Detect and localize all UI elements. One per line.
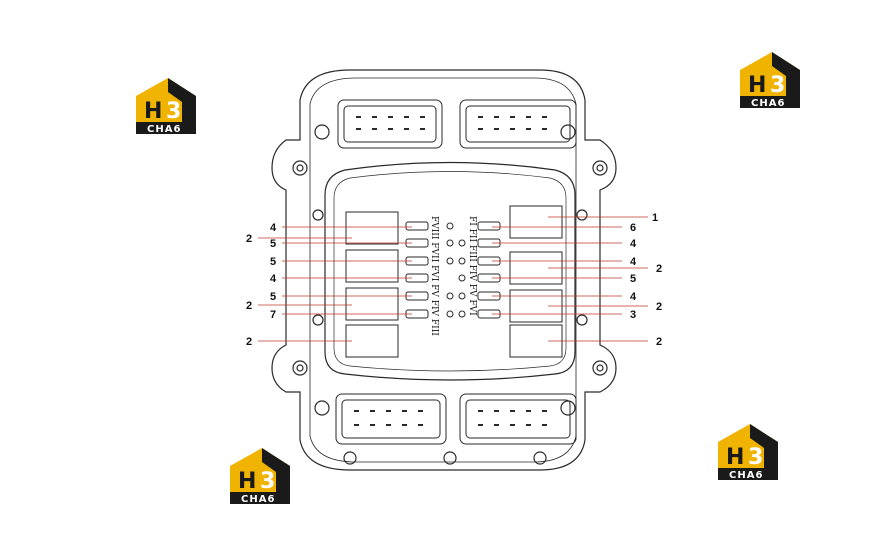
callout-label: 5 [630, 273, 636, 285]
callout-label: 2 [656, 263, 662, 275]
callout-label: 4 [270, 273, 277, 285]
leader-lines [258, 216, 648, 342]
svg-text:H: H [726, 445, 744, 470]
callout-label: 6 [630, 222, 636, 234]
callout-label: 7 [270, 309, 276, 321]
relay [345, 324, 399, 358]
callout-label: 5 [270, 291, 276, 303]
callout-label: 2 [656, 301, 662, 313]
housing [271, 69, 617, 471]
callout-label: 1 [652, 212, 658, 224]
fuse [477, 221, 501, 231]
relay [509, 205, 563, 239]
brand-logo: H 3 CHA6 [718, 424, 778, 481]
callout-label: 5 [270, 238, 276, 250]
callout-label: 4 [630, 291, 637, 303]
svg-text:CHA6: CHA6 [241, 494, 275, 505]
relay [345, 211, 399, 245]
callout-label: 2 [246, 336, 252, 348]
fuse-labels-right: FI FII FIII FIV FV FVI [467, 216, 477, 316]
svg-text:3: 3 [770, 73, 785, 98]
callout-label: 2 [246, 300, 252, 312]
svg-text:CHA6: CHA6 [729, 470, 763, 481]
callout-label: 4 [630, 256, 637, 268]
callout-label: 5 [270, 256, 276, 268]
svg-text:H: H [748, 73, 766, 98]
callout-label: 4 [630, 238, 637, 250]
svg-text:3: 3 [260, 469, 275, 494]
svg-text:H: H [238, 469, 256, 494]
callout-label: 3 [630, 309, 636, 321]
connector-top-right [459, 99, 577, 149]
callouts-left: 4 2 5 5 4 5 2 7 2 [246, 222, 277, 348]
brand-logo: H 3 CHA6 [740, 52, 800, 109]
relay-group [345, 205, 563, 358]
fuse [405, 221, 429, 231]
callouts-right: 1 6 4 4 2 5 4 2 3 2 [630, 212, 662, 348]
svg-text:H: H [144, 99, 162, 124]
callout-label: 2 [656, 336, 662, 348]
fuse-labels-left: FVIII FVII FVI FV FIV FIII [429, 216, 439, 336]
svg-text:3: 3 [166, 99, 181, 124]
relay [345, 249, 399, 283]
brand-logo: H 3 CHA6 [230, 448, 290, 505]
connector-bottom-left [335, 393, 447, 445]
connector-top-left [337, 99, 443, 149]
fuse-group [405, 221, 501, 319]
svg-text:CHA6: CHA6 [751, 98, 785, 109]
relay [345, 287, 399, 321]
svg-text:3: 3 [748, 445, 763, 470]
callout-label: 2 [246, 233, 252, 245]
brand-logo: H 3 CHA6 [136, 78, 196, 135]
connector-bottom-right [459, 393, 577, 445]
callout-label: 4 [270, 222, 277, 234]
svg-text:CHA6: CHA6 [147, 124, 181, 135]
